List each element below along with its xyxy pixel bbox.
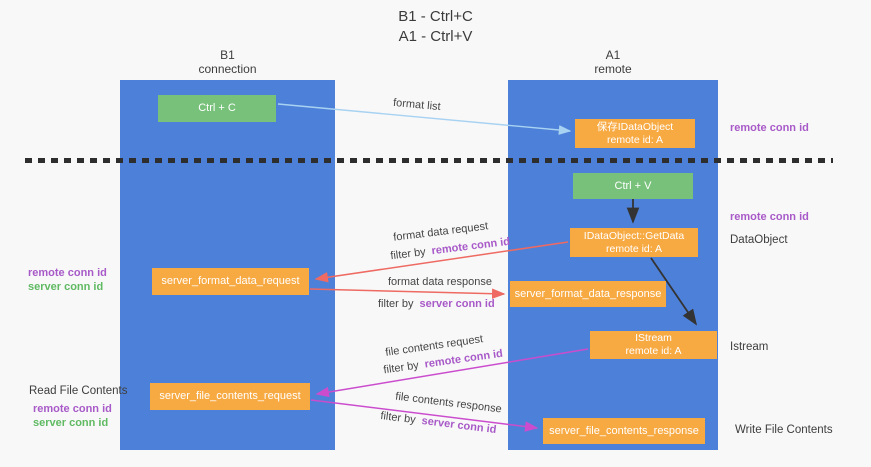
lane-b1-sub: connection [198, 62, 257, 76]
edge-label-file-contents-response: file contents response [394, 390, 503, 416]
label-remote-conn-id-right-mid: remote conn id [730, 211, 809, 223]
edge-label-format-data-response: format data response [388, 276, 492, 288]
label-write-file-contents: Write File Contents [735, 424, 833, 436]
node-server-file-contents-request: server_file_contents_request [150, 383, 310, 410]
filter-by-text: filter by [378, 298, 417, 310]
diagram-title: B1 - Ctrl+C A1 - Ctrl+V [0, 7, 871, 47]
title-line-2: A1 - Ctrl+V [398, 28, 473, 45]
edge-label-format-data-response-filter: filter by server conn id [378, 298, 495, 310]
remote-conn-id-key: remote conn id [430, 235, 511, 258]
node-server-file-contents-request-label: server_file_contents_request [159, 390, 301, 402]
filter-by-text: filter by [382, 359, 423, 377]
node-save-idataobject-line2: remote id: A [606, 133, 664, 146]
node-ctrl-v-label: Ctrl + V [614, 179, 652, 192]
edge-label-format-list: format list [392, 96, 442, 114]
server-conn-id-key: server conn id [420, 414, 498, 437]
label-remote-conn-id-right-top: remote conn id [730, 122, 809, 134]
dashed-separator [25, 158, 833, 163]
node-server-format-data-request: server_format_data_request [152, 268, 309, 295]
label-istream: Istream [730, 341, 769, 353]
node-save-idataobject-line1: 保存IDataObject [596, 120, 674, 133]
edge-label-file-contents-response-filter: filter by server conn id [380, 410, 497, 436]
server-conn-id-key: server conn id [419, 298, 495, 310]
lane-b1-name: B1 [220, 48, 235, 62]
node-idataobject-getdata: IDataObject::GetData remote id: A [570, 228, 698, 257]
node-istream-line1: IStream [635, 332, 672, 344]
node-ctrl-v: Ctrl + V [573, 173, 693, 199]
node-ctrl-c: Ctrl + C [158, 95, 276, 122]
title-line-1: B1 - Ctrl+C [398, 8, 473, 25]
lane-header-a1: A1 remote [508, 48, 718, 76]
node-server-format-data-response: server_format_data_response [510, 281, 666, 307]
lane-header-b1: B1 connection [120, 48, 335, 76]
label-dataobject: DataObject [730, 234, 788, 246]
lane-a1-name: A1 [605, 48, 621, 62]
node-istream-line2: remote id: A [625, 345, 682, 357]
label-remote-conn-id-left-2: remote conn id [33, 403, 112, 415]
lane-a1-sub: remote [594, 62, 632, 76]
label-read-file-contents: Read File Contents [29, 385, 128, 397]
node-save-idataobject: 保存IDataObject remote id: A [575, 119, 695, 148]
node-server-file-contents-response-label: server_file_contents_response [549, 424, 699, 437]
label-server-conn-id-left-2: server conn id [33, 417, 109, 429]
filter-by-text: filter by [389, 245, 430, 263]
node-server-format-data-request-label: server_format_data_request [161, 275, 300, 287]
node-server-file-contents-response: server_file_contents_response [543, 418, 705, 444]
arrow-format-data-response [309, 288, 506, 299]
node-getdata-line2: remote id: A [605, 242, 663, 255]
filter-by-text: filter by [379, 409, 420, 427]
node-istream: IStream remote id: A [590, 331, 717, 359]
node-ctrl-c-label: Ctrl + C [198, 102, 236, 114]
node-getdata-line1: IDataObject::GetData [583, 229, 685, 242]
label-server-conn-id-left-1: server conn id [28, 281, 104, 293]
label-remote-conn-id-left-1: remote conn id [28, 267, 107, 279]
node-server-format-data-response-label: server_format_data_response [514, 287, 662, 300]
